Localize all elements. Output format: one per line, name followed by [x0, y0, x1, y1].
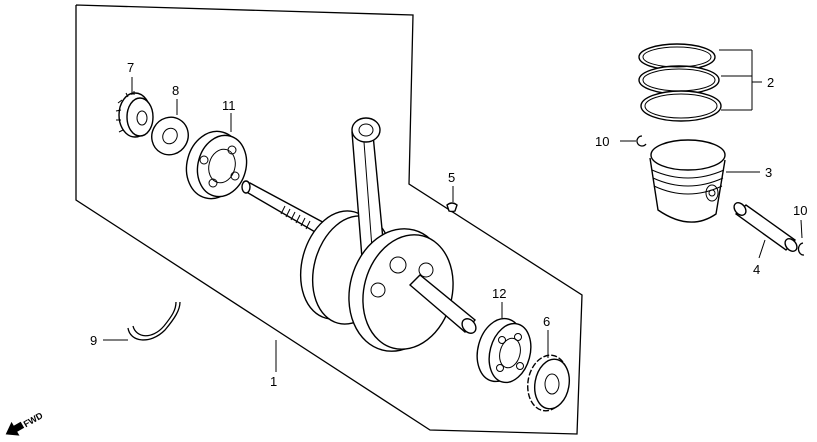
forward-direction-indicator: FWD [5, 410, 45, 436]
arrow-left-icon [5, 421, 25, 436]
sprocket-part [527, 354, 570, 412]
pin-clip-right-part [797, 242, 805, 256]
label-bearing-right: 12 [492, 286, 506, 301]
piston-pin-part [733, 202, 798, 252]
fwd-label: FWD [22, 410, 45, 429]
label-sprocket: 6 [543, 314, 550, 329]
label-piston-rings: 2 [767, 75, 774, 90]
crankshaft-part [241, 117, 477, 352]
label-gear: 7 [127, 60, 134, 75]
circlip-ring-part [127, 301, 181, 341]
bearing-right-part [476, 317, 532, 384]
washer-part [151, 116, 189, 156]
assembly-outline [75, 4, 583, 435]
callout-lines [103, 49, 803, 372]
label-washer: 8 [172, 83, 179, 98]
pin-clip-left-part [636, 135, 647, 147]
label-crankshaft: 1 [270, 374, 277, 389]
label-piston-pin: 4 [753, 262, 760, 277]
label-circlip-ring: 9 [90, 333, 97, 348]
label-pin-clip-right: 10 [793, 203, 807, 218]
piston-part [649, 139, 726, 223]
label-piston: 3 [765, 165, 772, 180]
label-pin-clip-left: 10 [595, 134, 609, 149]
label-woodruff-key: 5 [448, 170, 455, 185]
bearing-left-part [185, 130, 248, 200]
label-bearing-left: 11 [222, 98, 236, 113]
gear-part [115, 91, 154, 138]
woodruff-key-part [446, 202, 458, 213]
piston-rings-part [638, 43, 722, 122]
